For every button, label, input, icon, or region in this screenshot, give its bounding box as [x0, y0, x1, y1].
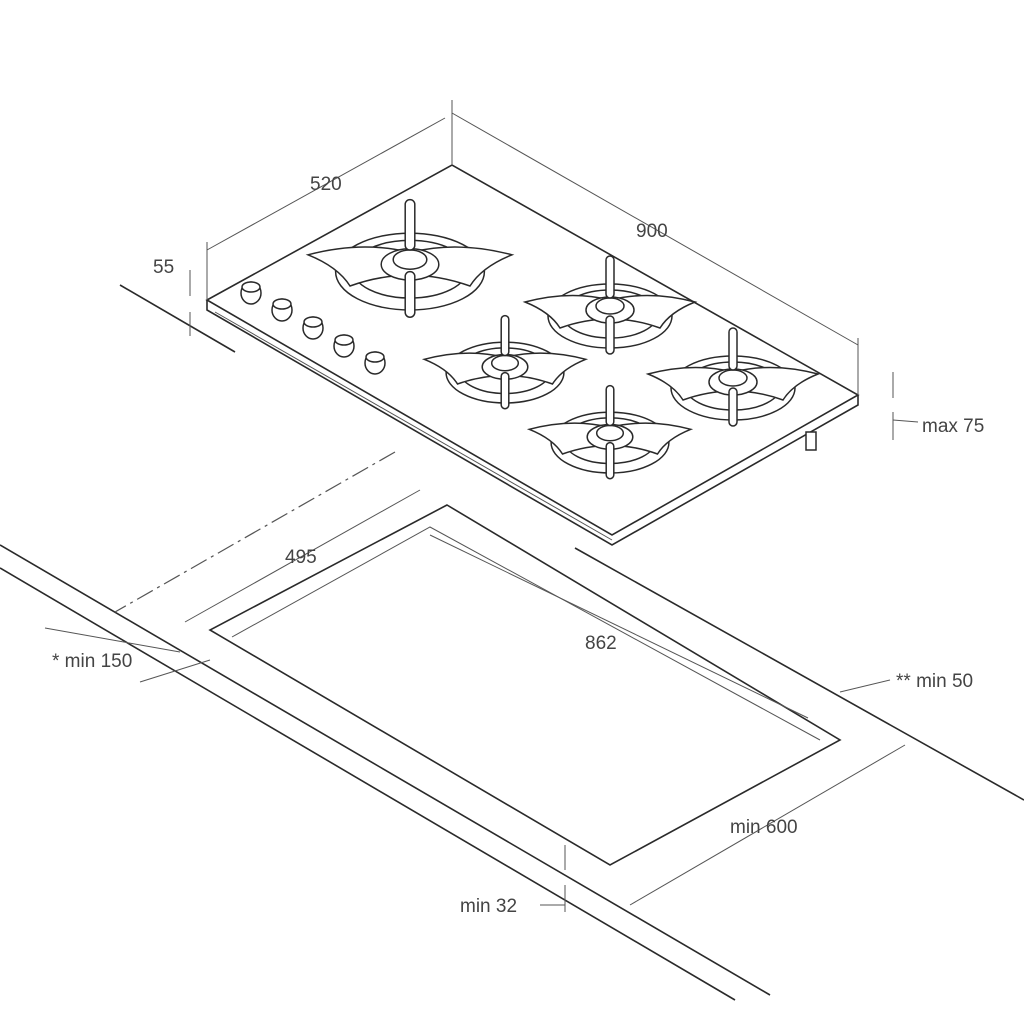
- cutout: [208, 504, 842, 866]
- knob[interactable]: [271, 298, 293, 322]
- burner: [526, 384, 694, 480]
- label-min-side: ** min 50: [896, 671, 973, 692]
- label-min-counter: min 32: [460, 896, 517, 917]
- burners: [305, 198, 821, 480]
- label-depth: 520: [310, 174, 342, 195]
- label-width: 900: [636, 221, 668, 242]
- countertop: [0, 284, 1024, 1001]
- burner: [522, 255, 698, 355]
- burner: [305, 198, 515, 318]
- hob: [205, 164, 860, 546]
- dimension-lines: [44, 100, 919, 912]
- label-max-height: max 75: [922, 416, 984, 437]
- label-thickness: 55: [153, 257, 174, 278]
- label-min-front: * min 150: [52, 651, 132, 672]
- burner: [645, 327, 821, 427]
- label-cutout-depth: 495: [285, 547, 317, 568]
- knob[interactable]: [364, 351, 386, 375]
- knob[interactable]: [302, 316, 324, 340]
- knob[interactable]: [333, 334, 355, 358]
- burner: [421, 314, 589, 410]
- knob[interactable]: [240, 281, 262, 305]
- label-cutout-width: 862: [585, 633, 617, 654]
- dimension-labels: 520 900 55 max 75 495 862 * min 150 ** m…: [52, 174, 984, 917]
- label-min-cabinet: min 600: [730, 817, 798, 838]
- knobs: [240, 281, 386, 375]
